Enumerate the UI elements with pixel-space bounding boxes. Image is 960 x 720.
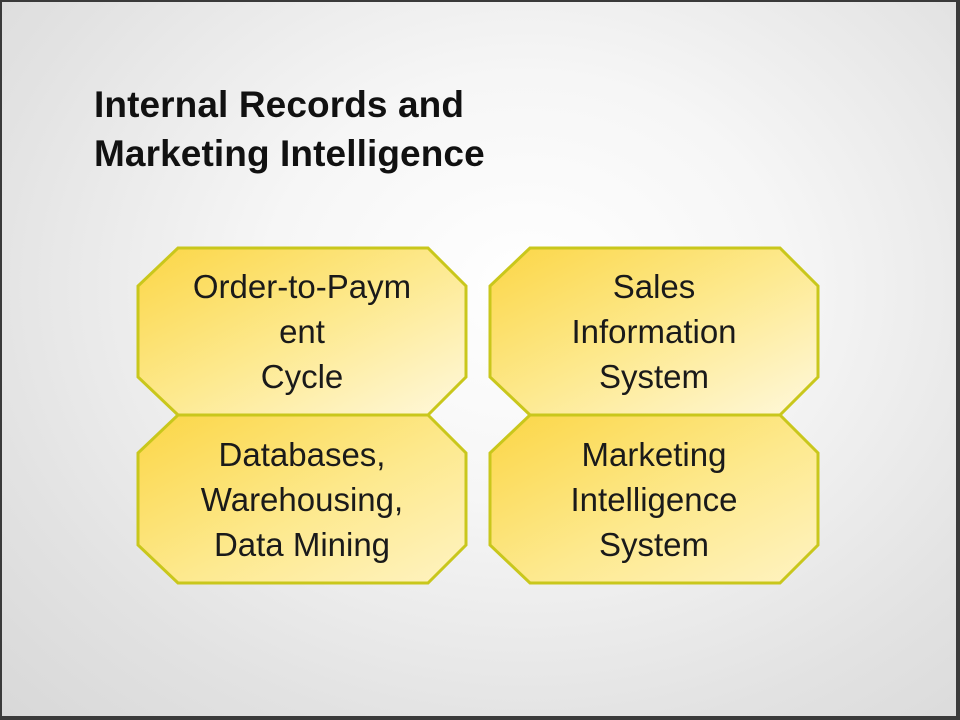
shape-line: Information: [571, 313, 737, 350]
shape-line: Sales: [612, 268, 696, 305]
title-line-1: Internal Records and: [94, 84, 465, 125]
octagon-marketing-intelligence: [488, 413, 820, 585]
shape-line: Warehousing,: [200, 480, 404, 518]
shape-label-sales-information: Sales Information System: [490, 248, 818, 415]
shape-line: Databases,: [218, 435, 386, 473]
shape-line: Marketing: [581, 435, 727, 473]
shape-line: ent: [279, 313, 325, 350]
shape-line: System: [598, 358, 710, 395]
shape-label-marketing-intelligence: Marketing Intelligence System: [490, 415, 818, 583]
shape-line: Intelligence: [570, 480, 738, 518]
shape-label-databases: Databases, Warehousing, Data Mining: [138, 415, 466, 583]
shape-line: Data Mining: [213, 525, 391, 563]
octagon-databases: [136, 413, 468, 585]
slide-title: Internal Records and Marketing Intellige…: [94, 80, 485, 178]
title-line-2: Marketing Intelligence: [94, 133, 485, 174]
shape-label-order-to-payment: Order-to-Paym ent Cycle: [138, 248, 466, 415]
shape-line: System: [598, 525, 710, 563]
shape-line: Order-to-Paym: [192, 268, 412, 305]
shape-line: Cycle: [260, 358, 344, 395]
